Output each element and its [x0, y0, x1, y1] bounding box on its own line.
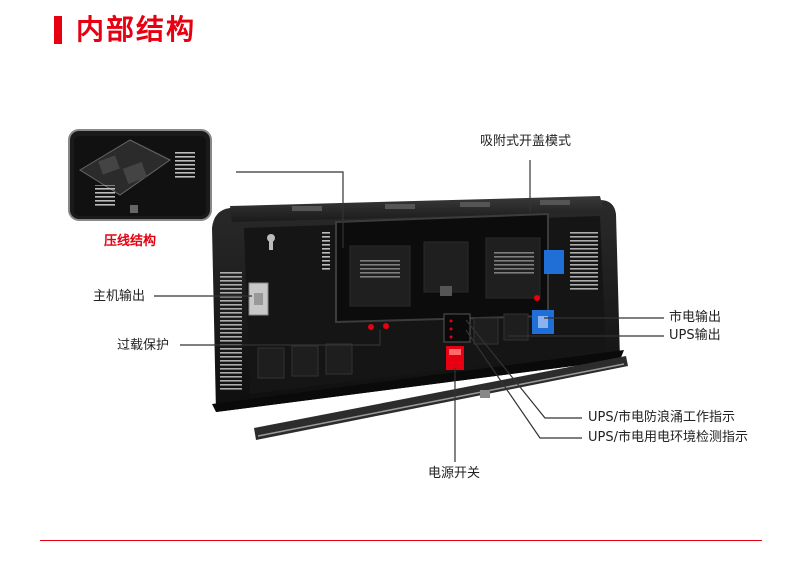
surge-indicator-label: UPS/市电防浪涌工作指示: [588, 410, 735, 425]
env-indicator-leader-line: [465, 329, 582, 439]
env-indicator-label: UPS/市电用电环境检测指示: [588, 430, 748, 445]
lid-mode-label: 吸附式开盖模式: [480, 134, 572, 149]
ups-device-body: [212, 196, 628, 440]
ups-output-label: UPS输出: [669, 328, 721, 343]
inset-caption: 压线结构: [104, 234, 157, 249]
title-accent-bar: [54, 16, 62, 44]
overload-protection-label: 过载保护: [117, 338, 170, 353]
power-switch-label: 电源开关: [428, 466, 481, 481]
inset-leader-line: [236, 171, 344, 248]
host-output-label: 主机输出: [93, 289, 146, 304]
page-title: 内部结构: [76, 13, 197, 46]
inset-image: [68, 129, 212, 221]
footer-divider: [40, 540, 762, 541]
callout-lines: [154, 160, 664, 462]
mains-output-label: 市电输出: [669, 310, 722, 325]
overload-leader-line: [180, 330, 381, 346]
surge-indicator-leader-line: [465, 319, 582, 419]
